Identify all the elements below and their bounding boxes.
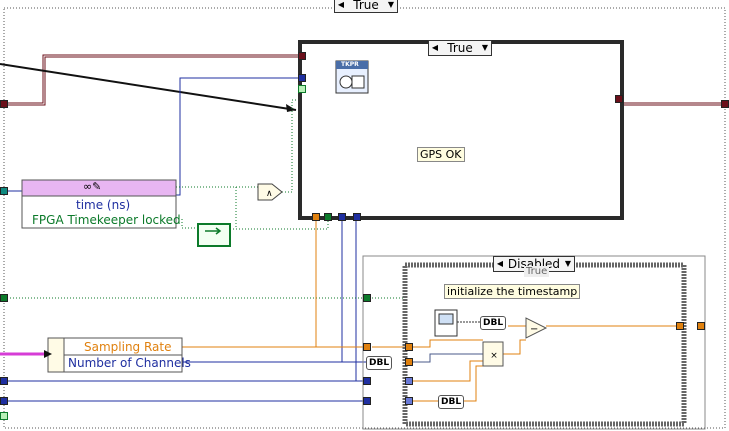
- tunnel-disabled-int-1: [363, 377, 371, 385]
- tkpr-icon-text: TKPR: [341, 61, 359, 68]
- tunnel-path-mid: [615, 95, 623, 103]
- and-gate: ∧: [257, 183, 283, 201]
- dbl-conversion-3: DBL: [438, 395, 465, 409]
- property-fpga-locked[interactable]: FPGA Timekeeper locked: [32, 213, 181, 227]
- tunnel-left-int-2: [0, 397, 8, 405]
- tunnel-left-green: [0, 187, 8, 195]
- property-time-ns: time (ns): [76, 198, 131, 212]
- tunnel-int-bottom-2: [353, 213, 361, 221]
- increment-arrow-icon[interactable]: ▼: [564, 259, 572, 268]
- timekeeper-vi: [335, 60, 369, 94]
- tunnel-int-top: [298, 74, 306, 82]
- dbl-conversion-2: DBL: [480, 316, 507, 330]
- property-node: [21, 179, 177, 229]
- svg-text:−: −: [530, 324, 538, 335]
- tunnel-inner-float-2: [405, 358, 413, 366]
- multiply-node: ×: [482, 341, 504, 367]
- initialize-timestamp-comment: initialize the timestamp: [444, 284, 581, 299]
- reference-arrowhead: [286, 104, 296, 112]
- glasses-pencil-icon: ∞✎: [83, 180, 102, 193]
- reference-line: [0, 63, 297, 111]
- inner-timestamp-wires: [412, 353, 483, 363]
- tunnel-out-float-2: [697, 322, 705, 330]
- tunnel-path-right: [721, 100, 729, 108]
- bool-wires: [4, 99, 405, 299]
- increment-arrow-icon[interactable]: ▼: [387, 0, 395, 9]
- decrement-arrow-icon[interactable]: ◀: [337, 0, 345, 9]
- hidden-true-label: True: [524, 266, 550, 277]
- inner-case-selector[interactable]: ◀ True ▼: [428, 40, 492, 56]
- subtract-node: −: [525, 317, 548, 339]
- config-cluster: [0, 337, 183, 373]
- increment-arrow-icon[interactable]: ▼: [481, 43, 489, 52]
- tunnel-left-bool: [0, 294, 8, 302]
- number-of-channels-label[interactable]: Number of Channels: [68, 356, 191, 370]
- outer-case-selector[interactable]: ◀ True ▼: [334, 0, 398, 13]
- int-wires: [4, 77, 366, 402]
- tunnel-error-top: [298, 52, 306, 60]
- tunnel-inner-float-1: [405, 343, 413, 351]
- tunnel-disabled-float: [363, 343, 371, 351]
- svg-text:∧: ∧: [266, 189, 273, 199]
- tunnel-float-bottom: [312, 213, 320, 221]
- tunnel-inner-int-2: [405, 397, 413, 405]
- tunnel-inner-int-1: [405, 377, 413, 385]
- wait-vi: [197, 223, 231, 247]
- dbl-conversion-1: DBL: [366, 356, 393, 370]
- disabled-structure-selector[interactable]: ◀ Disabled ▼: [493, 256, 575, 272]
- tunnel-disabled-bool: [363, 294, 371, 302]
- tunnel-int-bottom-1: [338, 213, 346, 221]
- tunnel-out-float-1: [676, 322, 684, 330]
- tunnel-bool-bottom: [324, 213, 332, 221]
- tunnel-disabled-int-2: [363, 397, 371, 405]
- sampling-rate-label[interactable]: Sampling Rate: [84, 340, 172, 354]
- decrement-arrow-icon[interactable]: ◀: [431, 43, 439, 52]
- tunnel-bool-top: [298, 85, 306, 93]
- decrement-arrow-icon[interactable]: ◀: [496, 259, 504, 268]
- svg-text:×: ×: [490, 351, 498, 361]
- gps-ok-label: GPS OK: [417, 147, 465, 162]
- tunnel-path-left: [0, 100, 8, 108]
- inner-float-wires: [412, 325, 678, 402]
- tunnel-left-bool-2: [0, 412, 8, 420]
- tunnel-left-int-1: [0, 377, 8, 385]
- tick-count-vi: [434, 309, 480, 337]
